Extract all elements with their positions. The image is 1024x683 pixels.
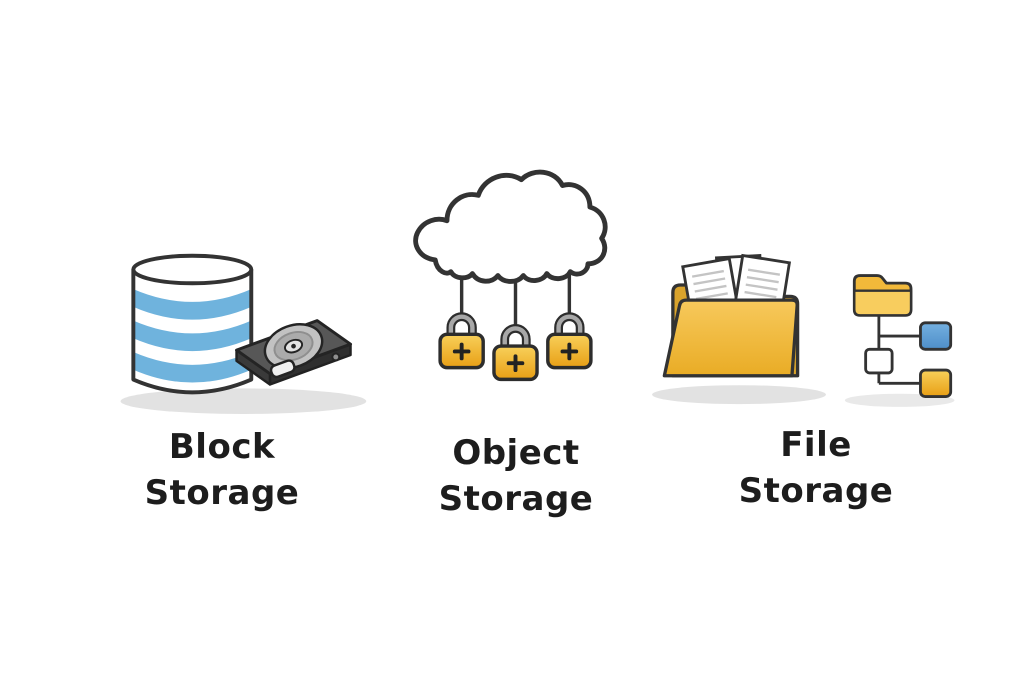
file-tree-icon	[852, 274, 953, 398]
label-line: Storage	[144, 473, 300, 513]
white-node-icon	[864, 347, 894, 375]
db-stripe	[133, 352, 252, 383]
plus-icon	[506, 354, 525, 373]
block-storage-icon	[120, 253, 367, 414]
db-stripe	[133, 320, 252, 352]
cloud-icon	[413, 169, 608, 284]
label-line: Storage	[438, 479, 594, 519]
hard-drive-icon	[235, 319, 353, 386]
label-line: Object	[452, 433, 580, 473]
folder-node-icon	[852, 274, 913, 317]
ground-shadow	[652, 385, 826, 405]
hdd-screw	[331, 352, 341, 362]
block-storage-label: Block Storage	[72, 424, 372, 516]
plus-icon	[452, 342, 471, 361]
folder-front	[662, 298, 799, 378]
padlock-icon	[546, 312, 593, 370]
file-storage-label: File Storage	[666, 422, 966, 514]
label-line: File	[780, 425, 852, 465]
padlock-icon	[438, 312, 485, 370]
folder-with-documents-icon	[662, 253, 800, 378]
hdd-actuator	[269, 359, 296, 379]
label-line: Block	[168, 427, 276, 467]
gold-node-icon	[919, 368, 953, 398]
database-cylinder-icon	[131, 253, 254, 395]
plus-icon	[560, 342, 579, 361]
db-top	[131, 253, 254, 286]
label-line: Storage	[738, 471, 894, 511]
db-stripe	[133, 289, 252, 320]
object-storage-icon	[413, 169, 608, 382]
hdd-platter	[263, 323, 324, 370]
padlock-icon	[492, 324, 539, 382]
file-storage-icon	[652, 253, 955, 407]
blue-node-icon	[919, 321, 953, 351]
ground-shadow	[120, 388, 367, 414]
object-storage-label: Object Storage	[366, 430, 666, 522]
